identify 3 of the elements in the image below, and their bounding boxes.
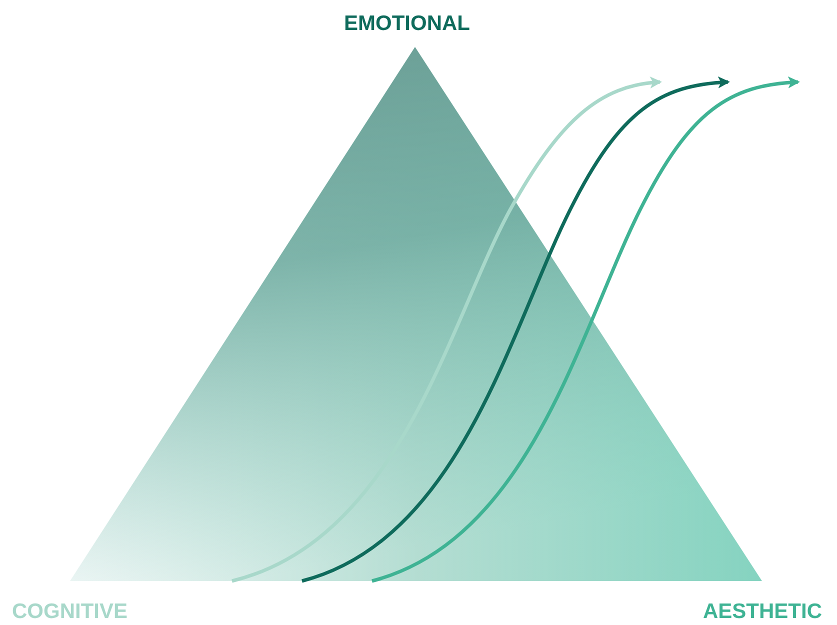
vertex-label: COGNITIVE — [12, 599, 128, 625]
vertex-label: AESTHETIC — [703, 599, 822, 625]
vertex-label: EMOTIONAL — [344, 11, 470, 37]
